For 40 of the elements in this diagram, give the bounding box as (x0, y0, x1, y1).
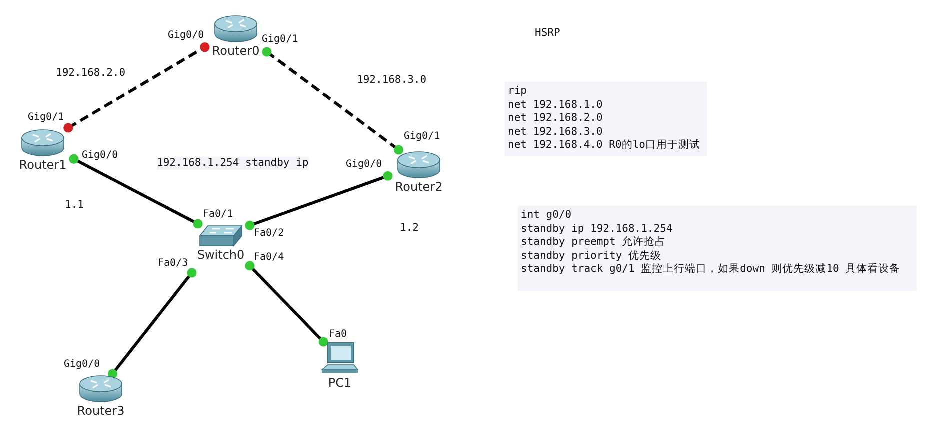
code-line: net 192.168.2.0 (508, 112, 604, 126)
note-text: 192.168.1.254 standby ip (157, 157, 309, 170)
port-label: Gig0/1 (404, 131, 440, 143)
network-label: 1.1 (65, 199, 84, 212)
port-label: Fa0/4 (254, 252, 284, 264)
connection-line (245, 171, 393, 230)
code-line: net 192.168.1.0 (508, 98, 604, 112)
port-label: Fa0 (329, 329, 348, 341)
port-label: Fa0/3 (158, 258, 188, 270)
port-label: Gig0/0 (82, 150, 118, 162)
port-label: Gig0/0 (168, 30, 204, 42)
device-name: Switch0 (197, 248, 245, 262)
connection-line (262, 47, 404, 155)
code-line: net 192.168.4.0 R0的lo口用于测试 (508, 139, 702, 152)
device-name: Router0 (212, 44, 260, 58)
port-label: Fa0/1 (203, 209, 234, 221)
code-line: standby ip 192.168.1.254 (521, 222, 674, 236)
port-label: Gig0/1 (262, 34, 298, 46)
port-label: Fa0/2 (254, 228, 284, 240)
device-name: PC1 (328, 376, 352, 390)
code-line: standby priority 优先级 (521, 250, 662, 263)
device-name: Router1 (19, 158, 67, 172)
device-name: Router2 (395, 180, 443, 194)
port-label: Gig0/0 (64, 359, 100, 371)
code-line: rip (508, 85, 528, 98)
connection-line (108, 268, 197, 379)
network-label: 192.168.3.0 (357, 74, 427, 87)
network-label: HSRP (535, 27, 560, 40)
device-name: Router3 (77, 404, 125, 418)
connection-line (64, 42, 210, 133)
network-label: 192.168.2.0 (56, 67, 126, 80)
port-label: Gig0/0 (346, 159, 382, 171)
port-label: Gig0/1 (28, 112, 64, 124)
code-line: int g0/0 (521, 209, 573, 222)
connection-line (245, 261, 328, 347)
code-line: standby preempt 允许抢占 (521, 236, 668, 250)
network-label: 1.2 (400, 222, 419, 235)
code-line: net 192.168.3.0 (508, 126, 604, 139)
code-line: standby track g0/1 监控上行端口，如果down 则优先级减10 具体看设备 (521, 263, 902, 276)
connection-line (69, 154, 203, 229)
